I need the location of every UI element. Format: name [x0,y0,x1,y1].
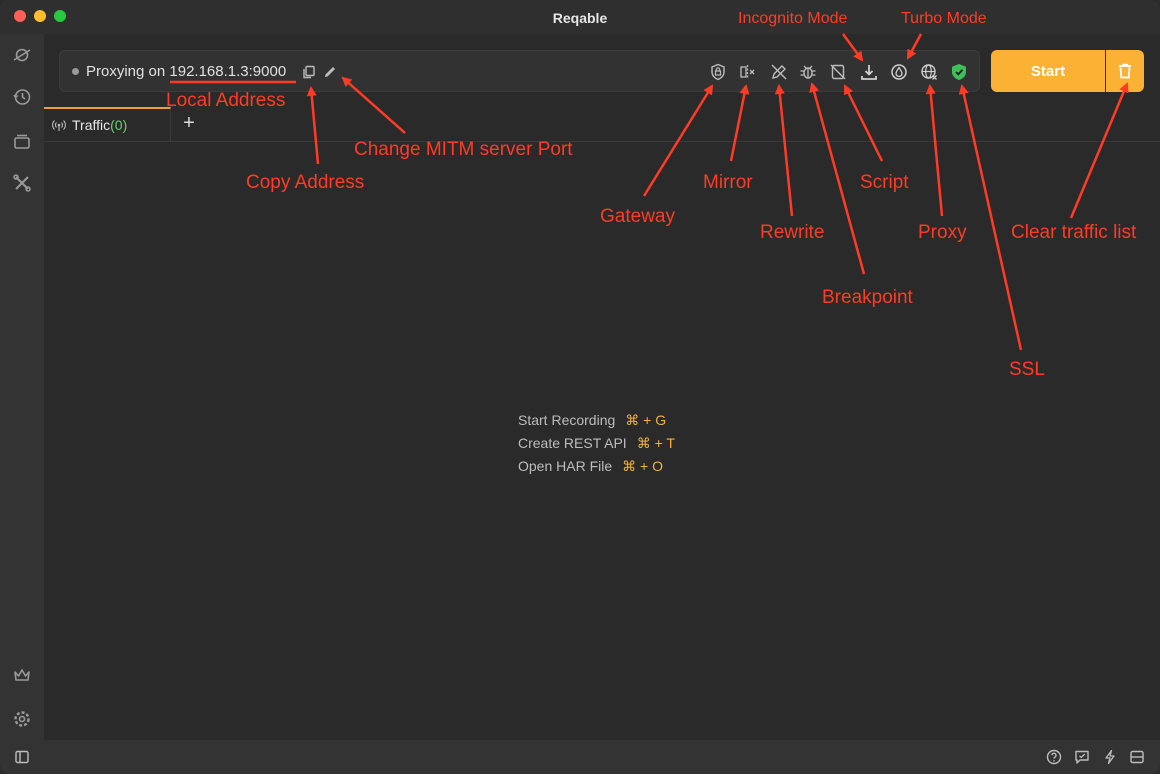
breakpoint-icon[interactable] [798,62,818,82]
trash-icon [1119,63,1131,79]
proxy-address[interactable]: 192.168.1.3:9000 [169,63,287,80]
hint-create-rest-api[interactable]: Create REST API⌘ + T [518,435,675,451]
tab-bar: Traffic(0) + [44,107,1160,142]
bolt-icon[interactable] [1101,748,1119,766]
history-icon[interactable] [10,85,34,109]
annotation-ssl: SSL [1009,359,1045,380]
ssl-shield-icon[interactable] [949,62,969,82]
zoom-window-button[interactable] [54,10,66,22]
hint-start-recording[interactable]: Start Recording⌘ + G [518,412,667,428]
settings-icon[interactable] [10,707,34,731]
turbo-icon[interactable] [889,62,909,82]
crown-icon[interactable] [10,663,34,687]
hint-open-har-file[interactable]: Open HAR File⌘ + O [518,458,664,474]
help-icon[interactable] [1045,748,1063,766]
title-bar: Reqable [0,0,1160,34]
annotation-breakpoint: Breakpoint [822,287,913,308]
add-tab-button[interactable]: + [183,112,195,134]
proxy-status-text: Proxying on 192.168.1.3:9000 [86,63,286,80]
tab-traffic-label: Traffic [72,117,111,133]
edit-icon[interactable] [320,62,340,82]
annotation-turbo: Turbo Mode [901,10,987,27]
clear-traffic-button[interactable] [1106,50,1144,92]
empty-state-hints: Start Recording⌘ + G Create REST API⌘ + … [518,412,675,481]
annotation-mirror: Mirror [703,172,753,193]
tab-traffic[interactable]: Traffic(0) [44,107,171,141]
minimize-window-button[interactable] [34,10,46,22]
proxy-bar: Proxying on 192.168.1.3:9000 [59,50,980,92]
proxy-status-dot [72,68,79,75]
signal-icon [52,120,66,131]
annotation-incognito: Incognito Mode [738,10,848,27]
layout-icon[interactable] [1128,748,1146,766]
annotation-gateway: Gateway [600,206,675,227]
copy-icon[interactable] [299,62,319,82]
annotation-local-address: Local Address [166,90,286,111]
window-title: Reqable [552,10,608,26]
annotation-proxy: Proxy [918,222,967,243]
tab-traffic-count: (0) [110,117,128,133]
sidebar [0,34,44,740]
annotation-script: Script [860,172,909,193]
annotation-change-port: Change MITM server Port [354,139,573,160]
annotation-rewrite: Rewrite [760,222,825,243]
annotation-copy-address: Copy Address [246,172,365,193]
proxy-icon[interactable] [919,62,939,82]
close-window-button[interactable] [14,10,26,22]
collection-icon[interactable] [10,129,34,153]
planet-icon[interactable] [10,43,34,67]
mirror-icon[interactable] [738,62,758,82]
tools-icon[interactable] [10,171,34,195]
proxy-prefix: Proxying on [86,63,170,80]
annotation-clear: Clear traffic list [1011,222,1137,243]
incognito-icon[interactable] [859,62,879,82]
status-bar [0,740,1160,774]
script-icon[interactable] [828,62,848,82]
feedback-icon[interactable] [1073,748,1091,766]
panel-toggle-icon[interactable] [13,748,31,766]
gateway-icon[interactable] [708,62,728,82]
start-button[interactable]: Start [991,50,1105,92]
rewrite-icon[interactable] [769,62,789,82]
